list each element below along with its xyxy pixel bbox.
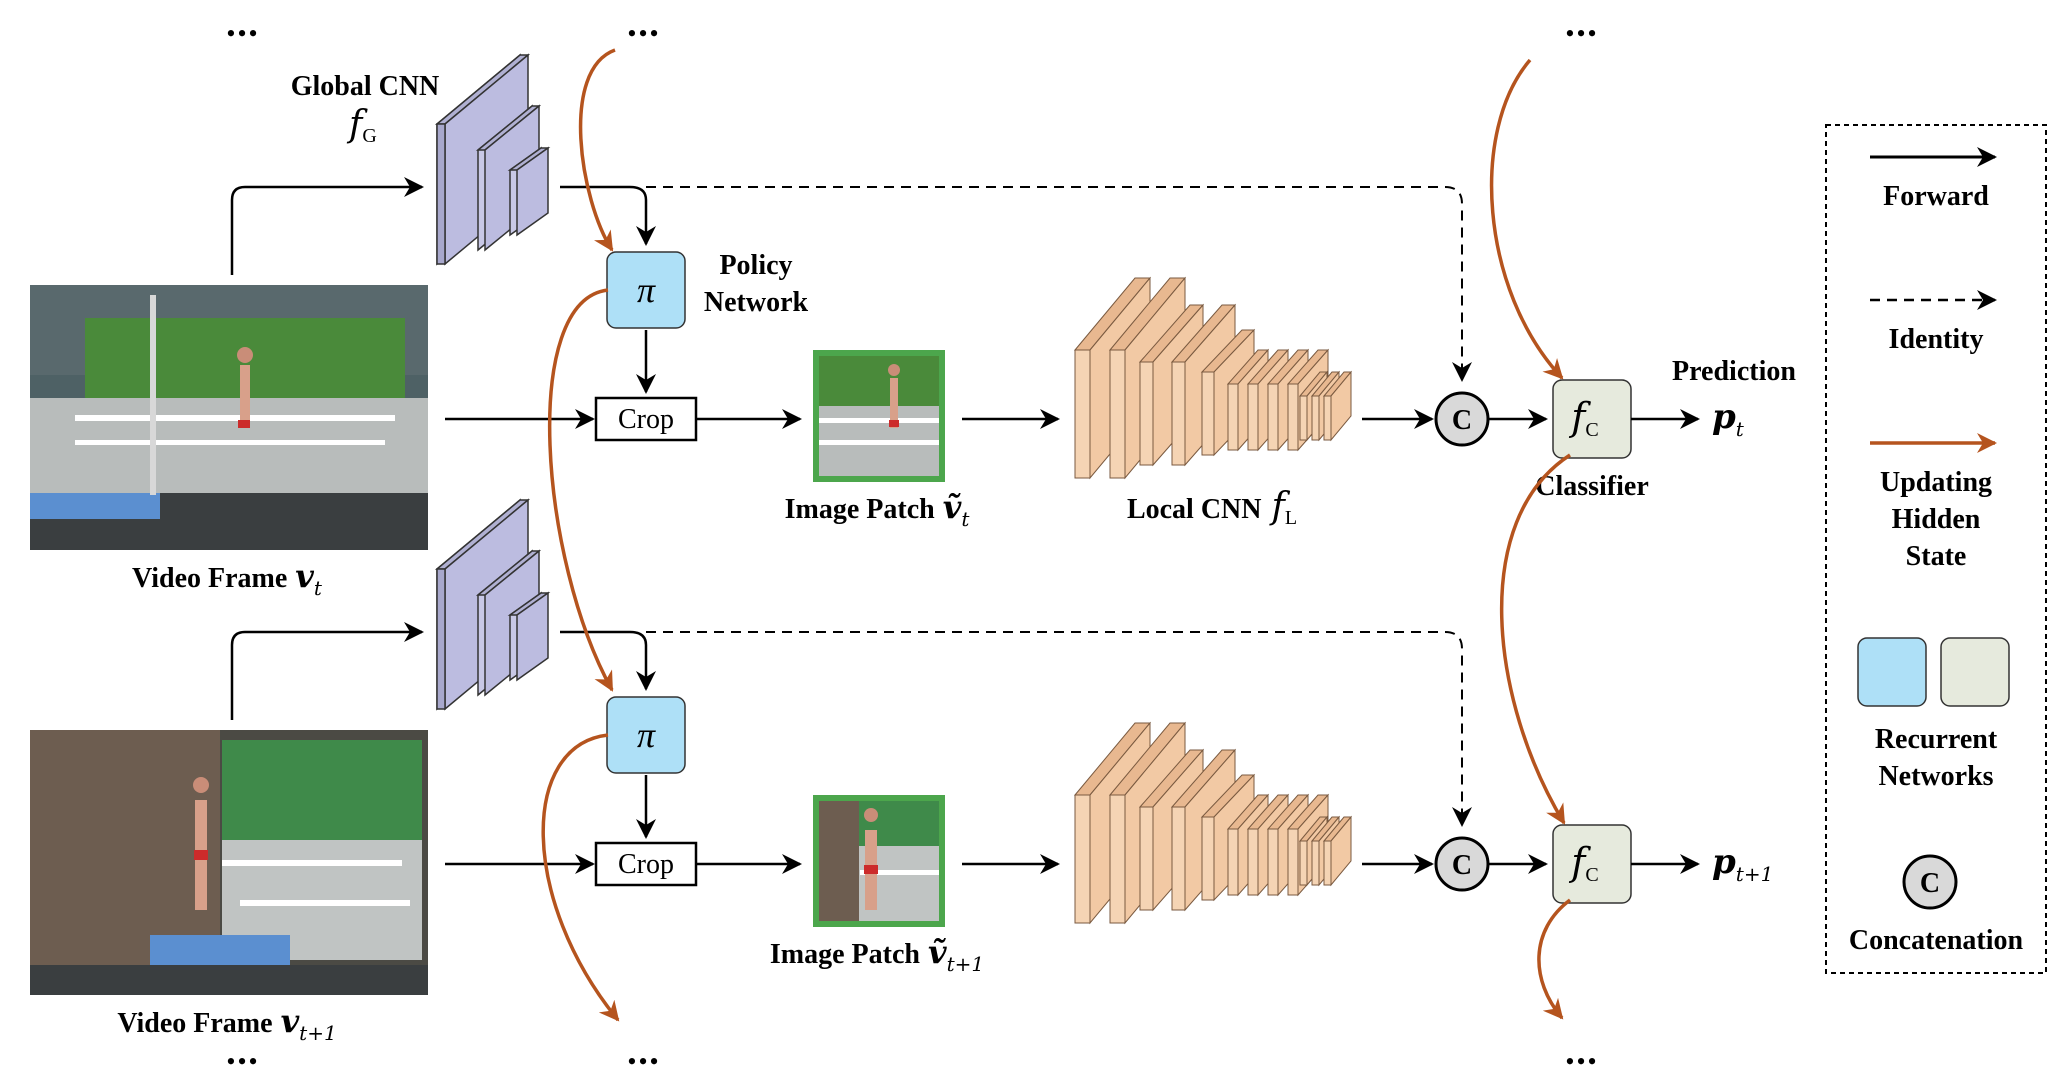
hidden-arrow-policy-t1-out bbox=[541, 733, 620, 1022]
hidden-arrow-classifier-t-to-t1 bbox=[1500, 453, 1571, 825]
image-patch-t bbox=[813, 350, 945, 482]
legend-border bbox=[1825, 124, 2047, 974]
local-cnn-t bbox=[1073, 276, 1353, 480]
prediction-label: Prediction bbox=[1672, 356, 1796, 387]
arrow-frame-to-global-cnn-t1 bbox=[230, 622, 424, 720]
local-cnn-t1 bbox=[1073, 721, 1353, 925]
ellipsis-group: ••• ••• ••• ••• ••• ••• bbox=[226, 19, 1598, 1076]
crop-label-t: Crop bbox=[618, 404, 674, 435]
video-frame-t1-image bbox=[30, 730, 428, 995]
legend-concat-node bbox=[1902, 854, 1958, 910]
arrow-global-cnn-to-policy-t bbox=[560, 185, 656, 246]
global-cnn-t1 bbox=[434, 498, 551, 711]
arrow-frame-to-global-cnn-t bbox=[230, 177, 424, 275]
legend-updating-line3: State bbox=[1906, 541, 1967, 572]
legend: Forward Identity Updating Hidden State R… bbox=[1825, 124, 2047, 974]
concat-node-t-symbol: C bbox=[1452, 405, 1472, 436]
legend-updating-line2: Hidden bbox=[1892, 504, 1981, 535]
legend-forward-label: Forward bbox=[1883, 181, 1989, 212]
hidden-arrow-policy-t-to-t1 bbox=[547, 288, 614, 692]
hidden-arrow-into-classifier-t bbox=[1489, 58, 1564, 380]
hidden-state-arrows bbox=[541, 48, 1572, 1022]
ellipsis-top-left: ••• bbox=[226, 19, 259, 48]
legend-concatenation-label: Concatenation bbox=[1849, 925, 2024, 956]
ellipsis-bottom-right: ••• bbox=[1565, 1047, 1598, 1076]
classifier-label: Classifier bbox=[1535, 471, 1649, 502]
ellipsis-top-right: ••• bbox=[1565, 19, 1598, 48]
legend-updating-line1: Updating bbox=[1880, 467, 1992, 498]
legend-policy-swatch bbox=[1857, 637, 1927, 707]
image-patch-t1 bbox=[813, 795, 945, 927]
crop-box-t1 bbox=[594, 841, 698, 887]
crop-box-t bbox=[594, 396, 698, 442]
crop-label-t1: Crop bbox=[618, 849, 674, 880]
hidden-arrow-into-policy-t bbox=[578, 48, 616, 252]
identity-arrow-t1 bbox=[646, 631, 1472, 827]
concat-node-t1-symbol: C bbox=[1452, 850, 1472, 881]
prediction-t: pt bbox=[1712, 397, 1745, 441]
ellipsis-bottom-left: ••• bbox=[226, 1047, 259, 1076]
arrow-global-cnn-to-policy-t1 bbox=[560, 630, 656, 691]
legend-recurrent-line1: Recurrent bbox=[1875, 724, 1998, 755]
legend-identity-label: Identity bbox=[1889, 324, 1984, 355]
prediction-t1: pt+1 bbox=[1712, 842, 1773, 886]
policy-network-label-line1: Policy bbox=[719, 250, 792, 281]
hidden-arrow-classifier-t1-out bbox=[1537, 898, 1572, 1020]
legend-recurrent-line2: Networks bbox=[1878, 761, 1993, 792]
policy-network-t-symbol: π bbox=[637, 270, 656, 310]
global-cnn-symbol: fG bbox=[346, 104, 377, 147]
global-cnn-t bbox=[434, 53, 551, 266]
ellipsis-bottom-mid: ••• bbox=[627, 1047, 660, 1076]
policy-network-label-line2: Network bbox=[704, 287, 809, 318]
global-cnn-label: Global CNN bbox=[291, 71, 440, 102]
legend-concat-symbol: C bbox=[1920, 868, 1940, 899]
legend-classifier-swatch bbox=[1940, 637, 2010, 707]
video-frame-t-image bbox=[30, 285, 428, 550]
ellipsis-top-mid: ••• bbox=[627, 19, 660, 48]
policy-network-t1-symbol: π bbox=[637, 715, 656, 755]
identity-arrow-t bbox=[646, 186, 1472, 382]
